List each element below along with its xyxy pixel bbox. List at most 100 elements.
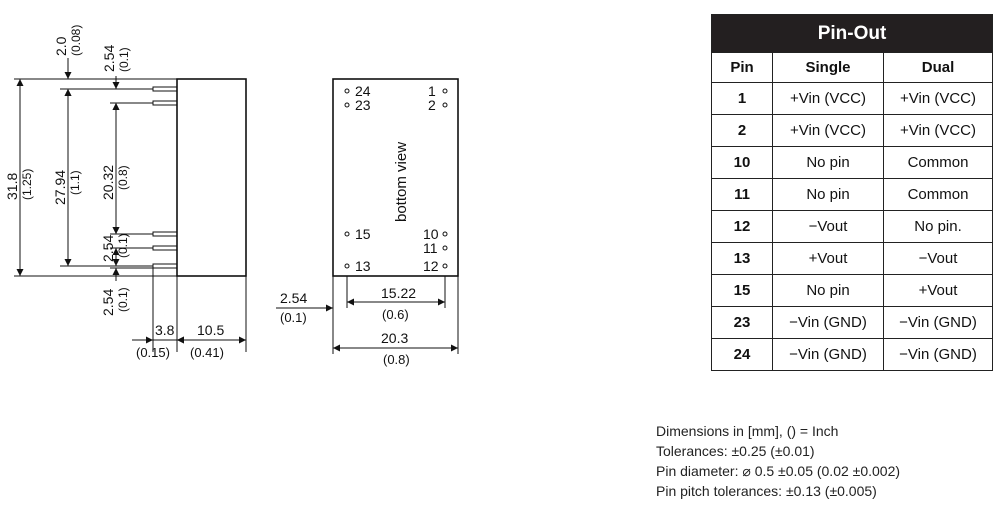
bottom-view-labels: 24 23 1 2 15 10 11 12 13 bottom view 2.5…	[280, 83, 439, 367]
pin-hole-2	[442, 102, 448, 108]
dual-function: +Vin (VCC)	[883, 114, 993, 147]
pin-side-1	[152, 86, 178, 92]
pin-label-1: 1	[428, 83, 436, 99]
pin-label-11: 11	[423, 240, 438, 256]
dual-function: Common	[883, 178, 993, 211]
pin-label-12: 12	[423, 258, 439, 274]
dim-pin-span-2-in: (0.8)	[116, 165, 130, 190]
single-function: −Vout	[772, 210, 884, 243]
pin-hole-11	[442, 245, 448, 251]
side-view-labels: 2.0 (0.08) 2.54 (0.1) 31.8 (1.25) 27.94 …	[4, 25, 224, 360]
dual-function: +Vout	[883, 274, 993, 307]
dim-pitch-in: (0.1)	[116, 233, 130, 258]
table-row: 11 No pin Common	[711, 178, 993, 211]
dim-top-a-mm: 2.0	[53, 36, 69, 56]
pinout-table: Pin-Out Pin Single Dual 1 +Vin (VCC) +Vi…	[711, 14, 993, 371]
dim-pin-span-2-mm: 20.32	[100, 165, 116, 200]
pin-label-23: 23	[355, 97, 371, 113]
table-row: 13 +Vout −Vout	[711, 242, 993, 275]
side-view	[14, 58, 247, 352]
pin-side-3	[152, 231, 178, 237]
table-row: 10 No pin Common	[711, 146, 993, 179]
dim-pin-length-mm: 3.8	[155, 322, 175, 338]
pinout-title: Pin-Out	[711, 14, 993, 53]
dim-pin-span-bottom-mm: 15.22	[381, 285, 416, 301]
dim-pin-length-in: (0.15)	[136, 345, 170, 360]
module-body-bottom	[332, 78, 459, 277]
pin-number: 11	[711, 178, 773, 211]
dim-left-offset-mm: 2.54	[280, 290, 307, 306]
pin-hole-12	[442, 263, 448, 269]
pin-number: 13	[711, 242, 773, 275]
col-header-single: Single	[772, 52, 884, 83]
single-function: −Vin (GND)	[772, 338, 884, 371]
dim-total-width-mm: 20.3	[381, 330, 408, 346]
pin-number: 1	[711, 82, 773, 115]
note-pin-diameter: Pin diameter: ⌀ 0.5 ±0.05 (0.02 ±0.002)	[656, 463, 901, 479]
dim-pin-span-bottom-in: (0.6)	[382, 307, 409, 322]
pin-number: 23	[711, 306, 773, 339]
dual-function: −Vin (GND)	[883, 306, 993, 339]
single-function: +Vin (VCC)	[772, 82, 884, 115]
dim-body-width-in: (0.41)	[190, 345, 224, 360]
pin-hole-1	[442, 88, 448, 94]
dimension-notes: Dimensions in [mm], () = Inch Tolerances…	[656, 421, 900, 501]
pin-number: 12	[711, 210, 773, 243]
pin-number: 2	[711, 114, 773, 147]
pin-number: 24	[711, 338, 773, 371]
module-body-side	[176, 78, 247, 277]
note-pin-pitch: Pin pitch tolerances: ±0.13 (±0.005)	[656, 483, 877, 499]
dim-total-width-in: (0.8)	[383, 352, 410, 367]
pin-label-10: 10	[423, 226, 439, 242]
dim-height-in: (1.25)	[20, 169, 34, 200]
table-row: 24 −Vin (GND) −Vin (GND)	[711, 338, 993, 371]
note-tolerances: Tolerances: ±0.25 (±0.01)	[656, 443, 815, 459]
pin-hole-23	[344, 102, 350, 108]
single-function: +Vout	[772, 242, 884, 275]
dual-function: No pin.	[883, 210, 993, 243]
dim-height-mm: 31.8	[4, 173, 20, 200]
dual-function: −Vin (GND)	[883, 338, 993, 371]
pin-hole-24	[344, 88, 350, 94]
table-row: 2 +Vin (VCC) +Vin (VCC)	[711, 114, 993, 147]
dim-left-offset-in: (0.1)	[280, 310, 307, 325]
single-function: No pin	[772, 146, 884, 179]
pin-number: 10	[711, 146, 773, 179]
pin-label-2: 2	[428, 97, 436, 113]
table-row: 1 +Vin (VCC) +Vin (VCC)	[711, 82, 993, 115]
col-header-dual: Dual	[883, 52, 993, 83]
note-units: Dimensions in [mm], () = Inch	[656, 423, 839, 439]
table-row: 12 −Vout No pin.	[711, 210, 993, 243]
dim-top-a-in: (0.08)	[69, 25, 83, 56]
dim-body-width-mm: 10.5	[197, 322, 224, 338]
dim-bottom-in: (0.1)	[116, 287, 130, 312]
single-function: +Vin (VCC)	[772, 114, 884, 147]
dim-pitch-mm: 2.54	[100, 235, 116, 262]
pin-hole-15	[344, 231, 350, 237]
dim-pin-span-in: (1.1)	[68, 170, 82, 195]
dual-function: Common	[883, 146, 993, 179]
single-function: No pin	[772, 178, 884, 211]
col-header-pin: Pin	[711, 52, 773, 83]
dim-top-b-mm: 2.54	[101, 45, 117, 72]
pin-hole-13	[344, 263, 350, 269]
mechanical-drawing: 2.0 (0.08) 2.54 (0.1) 31.8 (1.25) 27.94 …	[4, 25, 459, 367]
pin-side-5	[152, 263, 178, 269]
pin-label-24: 24	[355, 83, 371, 99]
table-row: 15 No pin +Vout	[711, 274, 993, 307]
bottom-view-label: bottom view	[393, 142, 410, 222]
pin-hole-10	[442, 231, 448, 237]
dim-bottom-mm: 2.54	[100, 289, 116, 316]
pin-side-4	[152, 245, 178, 251]
pin-label-15: 15	[355, 226, 371, 242]
pin-label-13: 13	[355, 258, 371, 274]
single-function: No pin	[772, 274, 884, 307]
single-function: −Vin (GND)	[772, 306, 884, 339]
pin-side-2	[152, 100, 178, 106]
pin-number: 15	[711, 274, 773, 307]
dual-function: −Vout	[883, 242, 993, 275]
table-row: 23 −Vin (GND) −Vin (GND)	[711, 306, 993, 339]
dim-top-b-in: (0.1)	[117, 47, 131, 72]
dim-pin-span-mm: 27.94	[52, 170, 68, 205]
bottom-view	[276, 78, 459, 354]
